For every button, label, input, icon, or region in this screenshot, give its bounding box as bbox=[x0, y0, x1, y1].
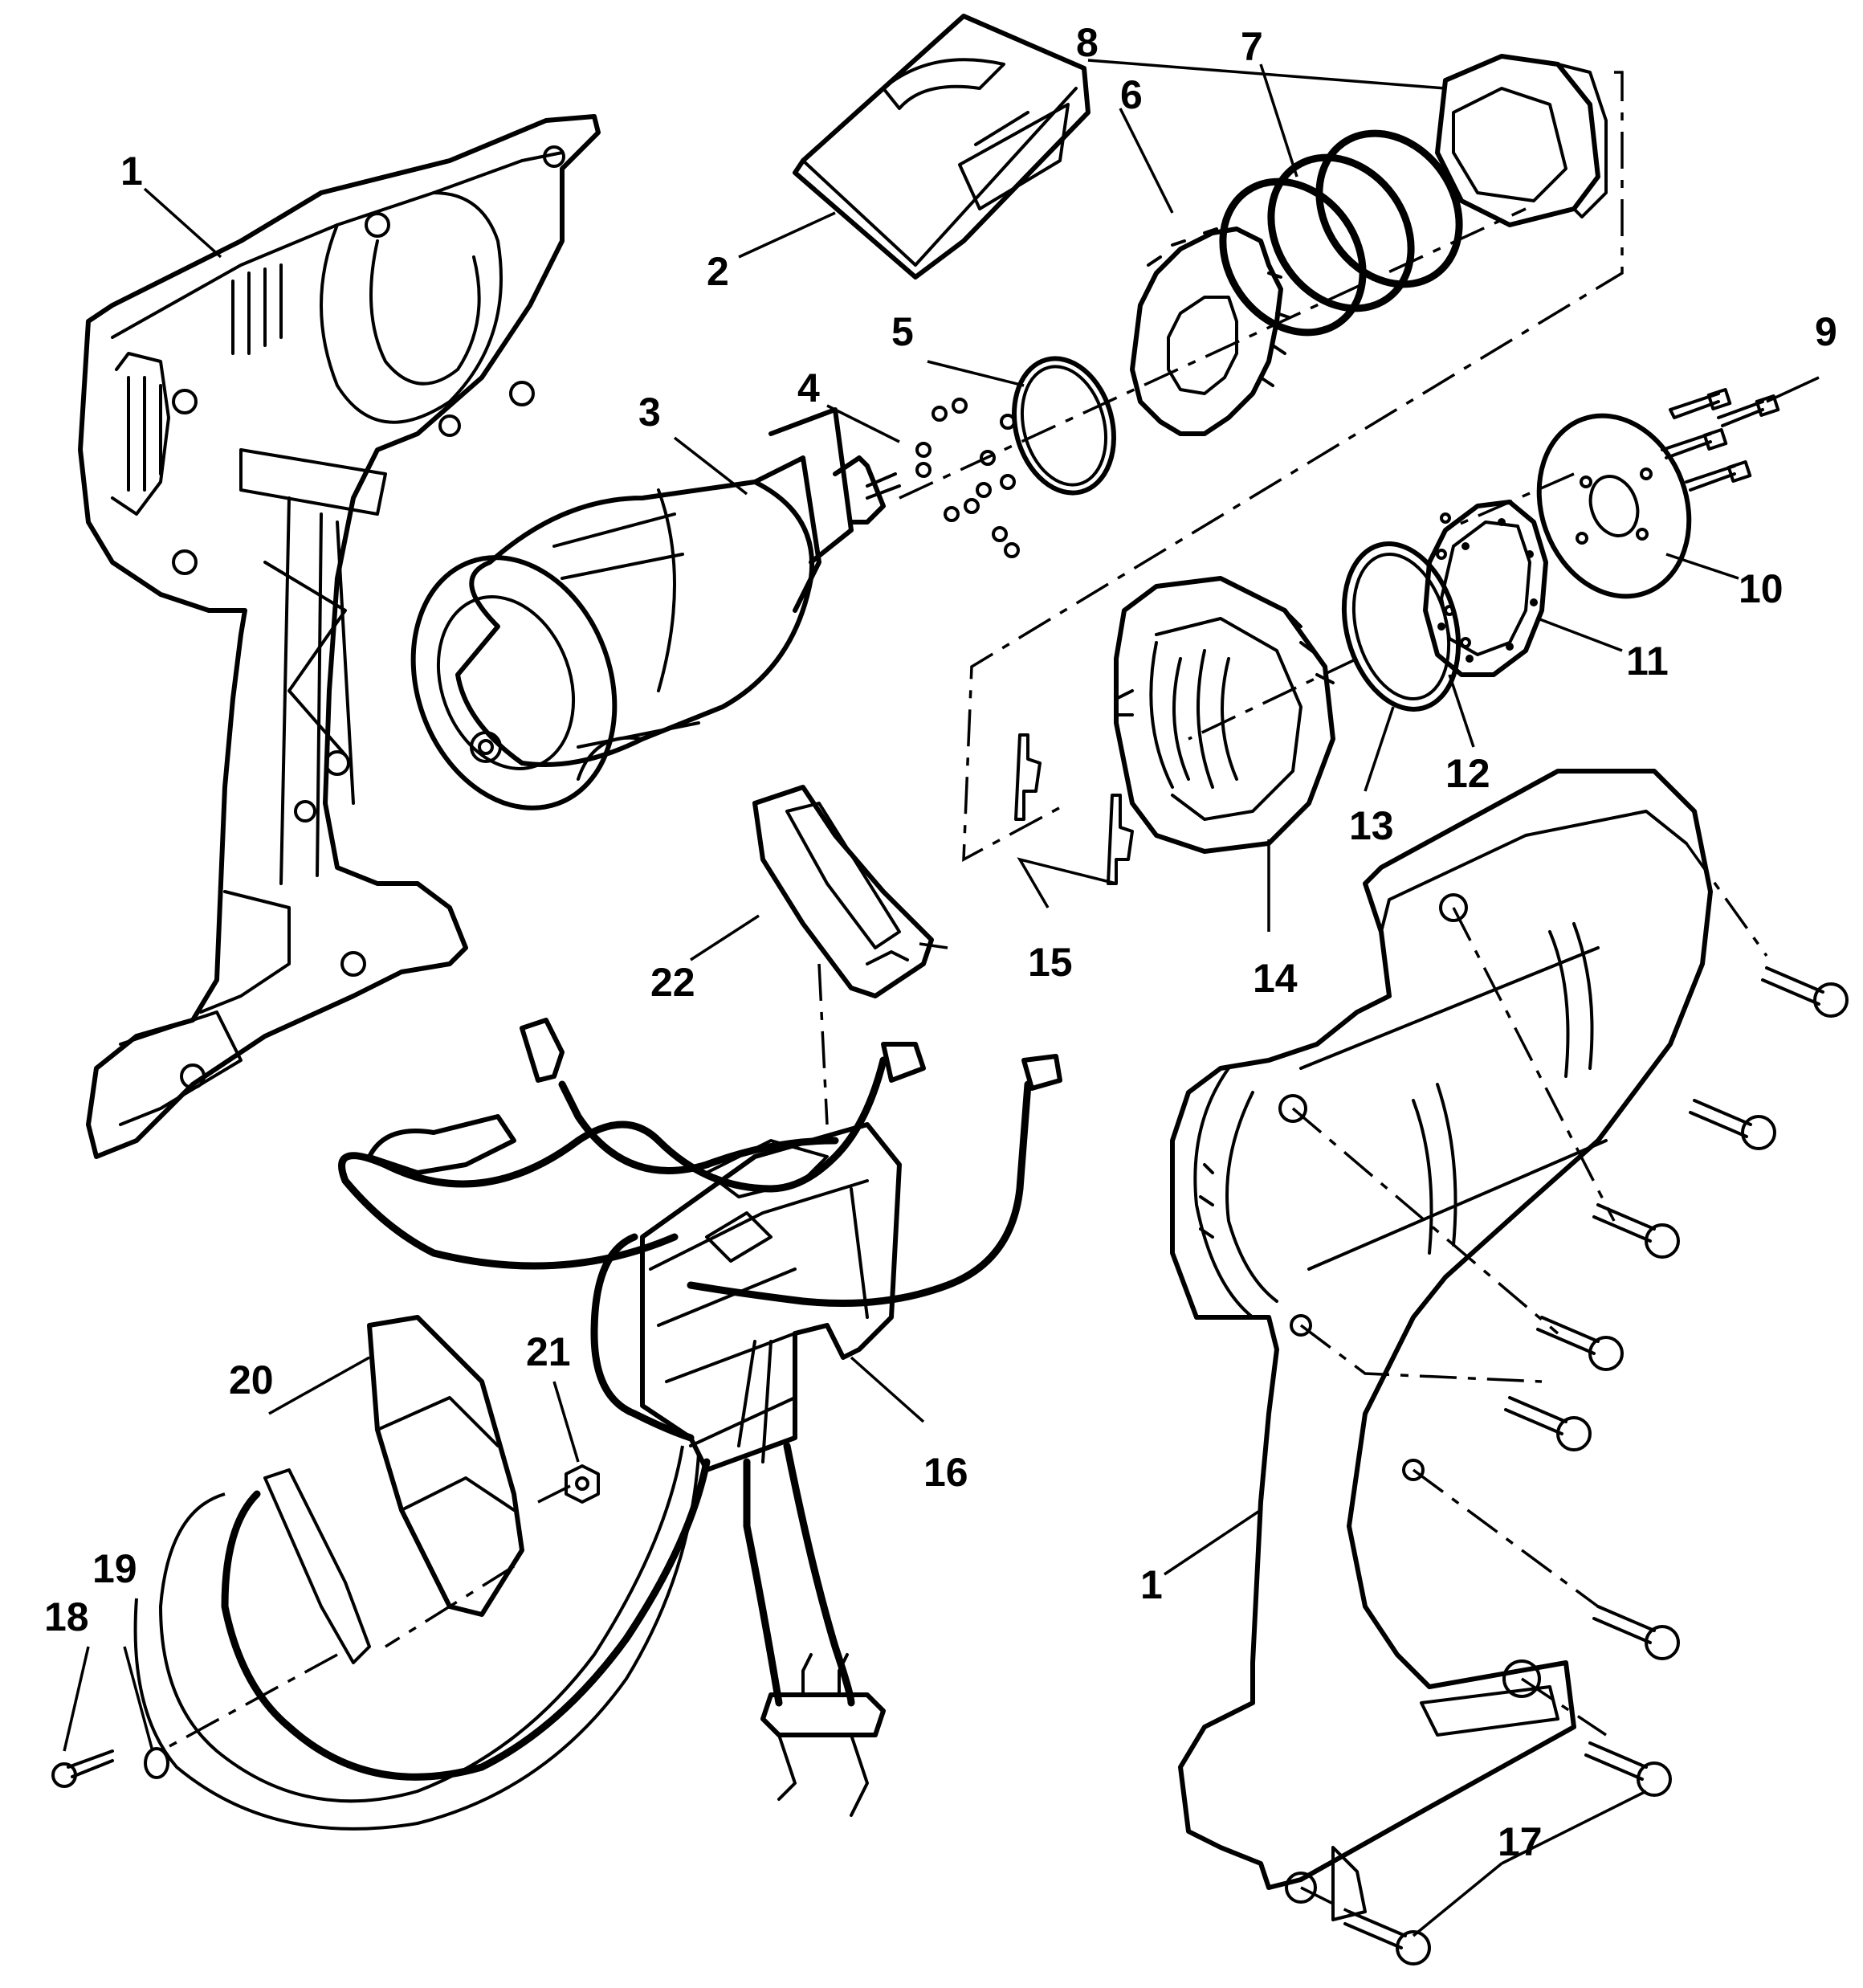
label-part-22: 22 bbox=[650, 960, 695, 1005]
label-part-13: 13 bbox=[1349, 803, 1394, 848]
label-part-9: 9 bbox=[1815, 309, 1837, 354]
label-part-7: 7 bbox=[1241, 24, 1263, 69]
label-part-8: 8 bbox=[1076, 20, 1099, 65]
label-part-19: 19 bbox=[92, 1546, 137, 1591]
label-part-14: 14 bbox=[1253, 956, 1298, 1001]
label-part-15: 15 bbox=[1028, 940, 1073, 985]
hex-nut-21 bbox=[565, 1464, 600, 1504]
ball-bearings bbox=[915, 398, 1020, 558]
battery-contact-block bbox=[263, 1315, 524, 1664]
long-screws bbox=[1343, 966, 1849, 1966]
label-part-21: 21 bbox=[526, 1329, 571, 1374]
gear-ring bbox=[1130, 227, 1290, 436]
label-part-12: 12 bbox=[1445, 751, 1490, 796]
washer-19 bbox=[144, 1747, 169, 1779]
label-part-6: 6 bbox=[1120, 72, 1143, 117]
label-part-20: 20 bbox=[229, 1357, 274, 1402]
label-part-3: 3 bbox=[638, 390, 661, 435]
label-part-10: 10 bbox=[1739, 566, 1784, 611]
housing-half-right bbox=[1170, 769, 1713, 1921]
label-part-11: 11 bbox=[1626, 639, 1669, 684]
cap-part bbox=[793, 14, 1090, 280]
label-part-1-left: 1 bbox=[120, 149, 143, 194]
label-part-17: 17 bbox=[1498, 1819, 1543, 1864]
end-plate bbox=[1536, 413, 1692, 599]
leader-lines bbox=[63, 59, 1820, 1937]
brush-clips bbox=[1014, 733, 1134, 885]
assembly-lines bbox=[160, 71, 1768, 1913]
label-part-4: 4 bbox=[797, 365, 820, 410]
small-screws bbox=[1661, 388, 1780, 492]
washer-ring bbox=[1012, 356, 1116, 496]
wiring-harness bbox=[133, 1018, 1062, 1831]
callout-labels: 1 2 3 4 5 6 7 8 9 10 11 12 13 14 15 16 1… bbox=[44, 20, 1837, 1864]
gear-housing bbox=[1114, 576, 1335, 854]
label-part-2: 2 bbox=[707, 249, 729, 294]
ring-gasket bbox=[1341, 541, 1461, 712]
label-part-18: 18 bbox=[44, 1594, 89, 1639]
collar-nut bbox=[1435, 54, 1608, 227]
label-part-1-right: 1 bbox=[1140, 1562, 1163, 1607]
label-part-16: 16 bbox=[923, 1450, 968, 1495]
bracket-22 bbox=[752, 785, 934, 998]
motor-part bbox=[410, 407, 901, 810]
screw-18 bbox=[51, 1749, 114, 1788]
label-part-5: 5 bbox=[891, 309, 914, 354]
housing-half-left bbox=[78, 114, 601, 1159]
